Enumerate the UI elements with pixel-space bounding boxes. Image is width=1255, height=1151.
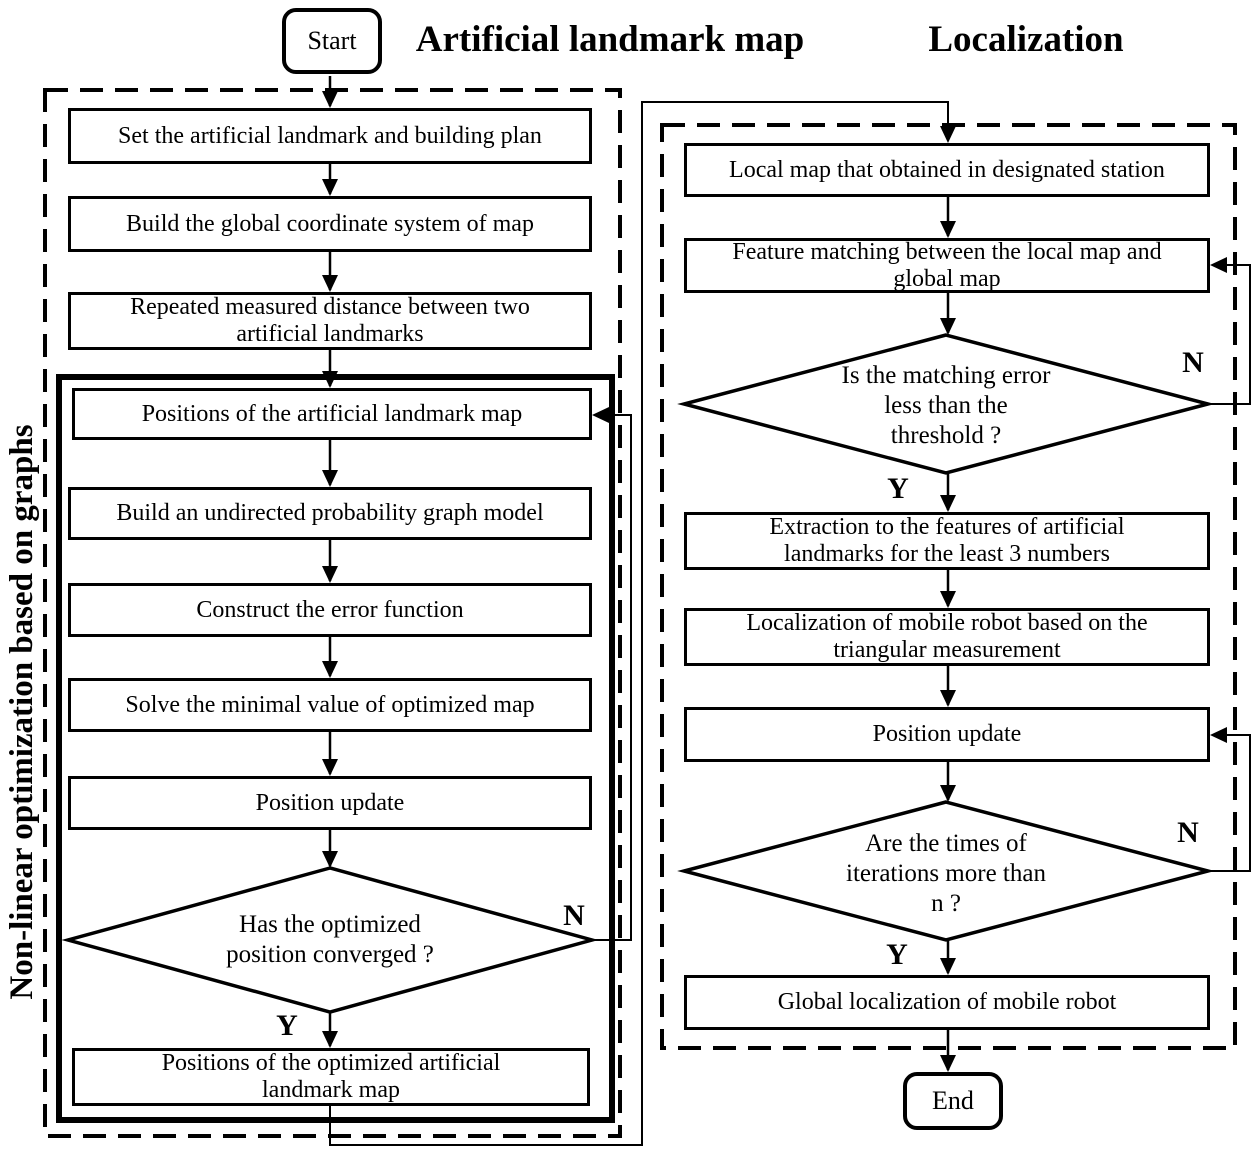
right-no-loop-1 xyxy=(1206,264,1251,405)
start-terminator: Start xyxy=(282,8,382,74)
left-no-loop xyxy=(590,414,632,941)
right-section-title: Localization xyxy=(928,19,1124,60)
left-decision-label: Has the optimized position converged ? xyxy=(226,911,434,968)
process-repeated-measured-distance: Repeated measured distance between two a… xyxy=(68,292,592,350)
left-no-loop-arrowhead xyxy=(592,407,609,423)
optimization-group-border xyxy=(56,374,615,1123)
left-decision-yes-label: Y xyxy=(276,1009,298,1042)
process-positions-landmark-map: Positions of the artificial landmark map xyxy=(72,388,592,440)
process-feature-matching: Feature matching between the local map a… xyxy=(684,238,1210,293)
process-build-global-coordinate: Build the global coordinate system of ma… xyxy=(68,196,592,252)
process-global-localization: Global localization of mobile robot xyxy=(684,975,1210,1030)
connector-arrowhead xyxy=(940,126,956,143)
left-to-right-connector xyxy=(329,101,949,1146)
process-local-map-station: Local map that obtained in designated st… xyxy=(684,143,1210,197)
right-decision-diamond-2 xyxy=(677,800,1215,942)
right-decision-2-label: Are the times of iterations more than n … xyxy=(846,829,1046,917)
flow-arrowheads xyxy=(322,91,956,1072)
process-construct-error-function: Construct the error function xyxy=(68,583,592,637)
end-terminator: End xyxy=(903,1072,1003,1130)
process-position-update-right: Position update xyxy=(684,707,1210,762)
right-no-loop-2 xyxy=(1206,734,1251,872)
left-decision-no-label: N xyxy=(563,899,585,932)
right-decision-diamond-1 xyxy=(677,333,1215,475)
process-position-update-left: Position update xyxy=(68,776,592,830)
right-decision-1-yes-label: Y xyxy=(887,472,909,505)
right-no-loop-2-arrowhead xyxy=(1210,727,1227,743)
process-positions-optimized-map: Positions of the optimized artificial la… xyxy=(72,1048,590,1106)
decision-diamonds xyxy=(61,333,1215,1014)
optimization-group-label: Non-linear optimization based on graphs xyxy=(4,424,40,1000)
process-set-artificial-landmark: Set the artificial landmark and building… xyxy=(68,108,592,164)
process-localization-triangular: Localization of mobile robot based on th… xyxy=(684,608,1210,666)
right-decision-2-yes-label: Y xyxy=(886,938,908,971)
right-decision-1-no-label: N xyxy=(1182,346,1204,379)
left-dashed-border xyxy=(43,88,622,1138)
process-undirected-probability-graph: Build an undirected probability graph mo… xyxy=(68,487,592,540)
right-no-loop-1-arrowhead xyxy=(1210,257,1227,273)
right-decision-2-no-label: N xyxy=(1177,816,1199,849)
left-section-title: Artificial landmark map xyxy=(415,19,805,60)
right-decision-1-label: Is the matching error less than the thre… xyxy=(841,361,1051,449)
process-solve-minimal-value: Solve the minimal value of optimized map xyxy=(68,678,592,732)
process-extraction-features: Extraction to the features of artificial… xyxy=(684,512,1210,570)
